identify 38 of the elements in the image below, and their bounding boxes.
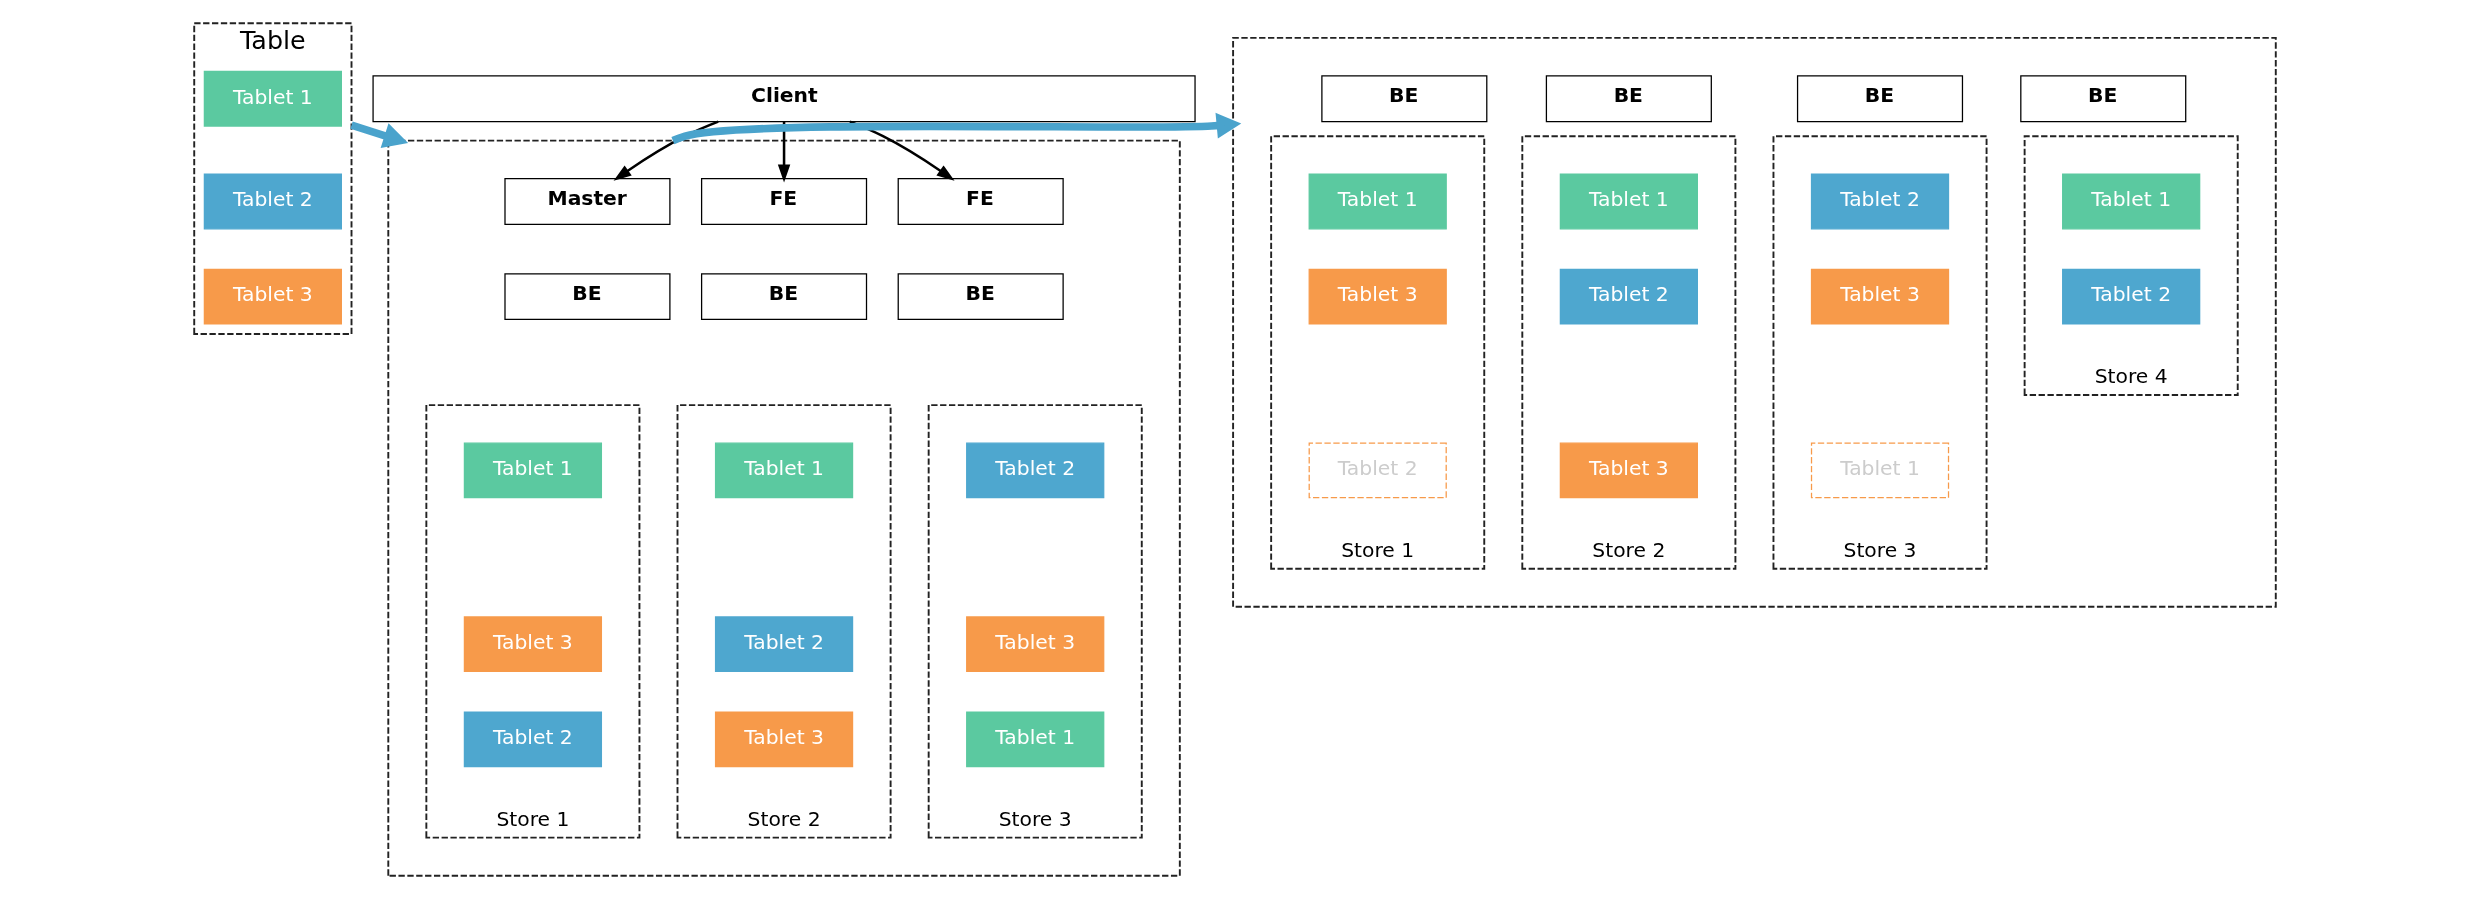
node-box: Tablet 2	[203, 173, 342, 230]
node-box: Tablet 2	[1559, 268, 1698, 325]
arrow	[848, 120, 955, 181]
node-box: FE	[897, 178, 1064, 225]
node-box: Tablet 1	[714, 442, 853, 499]
cluster	[1231, 36, 2277, 608]
node-box: Tablet 1	[1559, 173, 1698, 230]
node-box: Tablet 1	[2061, 173, 2200, 230]
node-box: Tablet 3	[965, 616, 1104, 673]
node-box: Tablet 2	[1810, 173, 1949, 230]
node-box: Tablet 3	[463, 616, 602, 673]
node-box: Tablet 2	[714, 616, 853, 673]
node-box: Tablet 2	[463, 711, 602, 768]
node-box: BE	[1320, 75, 1487, 123]
node-box: Tablet 1	[203, 70, 342, 127]
node-box: Tablet 2	[2061, 268, 2200, 325]
arrow	[777, 121, 790, 183]
node-box: Tablet 3	[714, 711, 853, 768]
arrow	[349, 121, 408, 148]
node-box: BE	[897, 273, 1064, 321]
node-box: Tablet 1	[1308, 173, 1447, 230]
node-box: BE	[700, 273, 867, 321]
node-box: BE	[1545, 75, 1712, 123]
cluster	[386, 139, 1181, 877]
node-box: Client	[371, 75, 1196, 123]
node-box: BE	[503, 273, 671, 321]
node-box: FE	[700, 178, 867, 225]
node-box: Master	[503, 178, 671, 225]
node-box: Tablet 3	[1559, 442, 1698, 499]
node-box: Tablet 2	[965, 442, 1104, 499]
node-box: Tablet 3	[203, 268, 342, 325]
node-box: Tablet 3	[1810, 268, 1949, 325]
node-box: BE	[2019, 75, 2186, 123]
node-box: Tablet 3	[1308, 268, 1447, 325]
node-box: BE	[1796, 75, 1963, 123]
node-box: Tablet 1	[965, 711, 1104, 768]
node-box: Tablet 1	[463, 442, 602, 499]
arrow	[670, 112, 1241, 145]
